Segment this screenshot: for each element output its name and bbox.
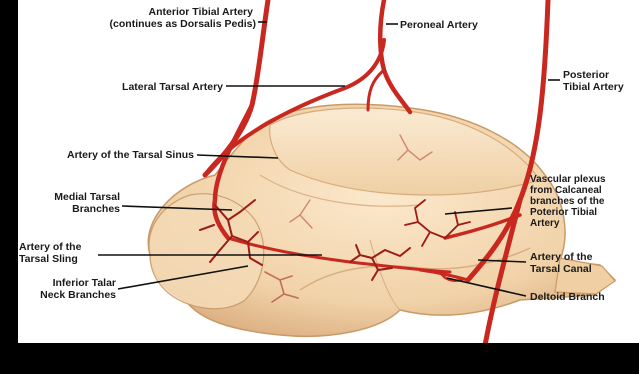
label-posterior-tibial-1: Posterior xyxy=(563,69,609,81)
label-medial-tarsal-2: Branches xyxy=(72,203,120,215)
label-inferior-talar-2: Neck Branches xyxy=(40,289,116,301)
label-deltoid: Deltoid Branch xyxy=(530,291,605,303)
label-vascular-plexus-3: branches of the xyxy=(530,196,605,207)
label-inferior-talar-1: Inferior Talar xyxy=(53,277,116,289)
label-anterior-tibial-2: (continues as Dorsalis Pedis) xyxy=(110,18,256,30)
label-tarsal-canal-2: Tarsal Canal xyxy=(530,263,592,275)
label-tarsal-sinus: Artery of the Tarsal Sinus xyxy=(67,149,194,161)
label-anterior-tibial-1: Anterior Tibial Artery xyxy=(149,6,254,18)
label-vascular-plexus-4: Poterior Tibial xyxy=(530,207,597,218)
label-tarsal-sling-2: Tarsal Sling xyxy=(19,253,78,265)
label-peroneal: Peroneal Artery xyxy=(400,19,478,31)
label-vascular-plexus-5: Artery xyxy=(530,218,560,229)
label-posterior-tibial-2: Tibial Artery xyxy=(563,81,624,93)
label-tarsal-sling-1: Artery of the xyxy=(19,241,82,253)
peroneal-artery xyxy=(368,0,410,112)
label-vascular-plexus-2: from Calcaneal xyxy=(530,185,602,196)
label-lateral-tarsal: Lateral Tarsal Artery xyxy=(122,81,223,93)
label-medial-tarsal-1: Medial Tarsal xyxy=(54,191,120,203)
label-vascular-plexus-1: Vascular plexus xyxy=(530,174,606,185)
label-tarsal-canal-1: Artery of the xyxy=(530,251,593,263)
